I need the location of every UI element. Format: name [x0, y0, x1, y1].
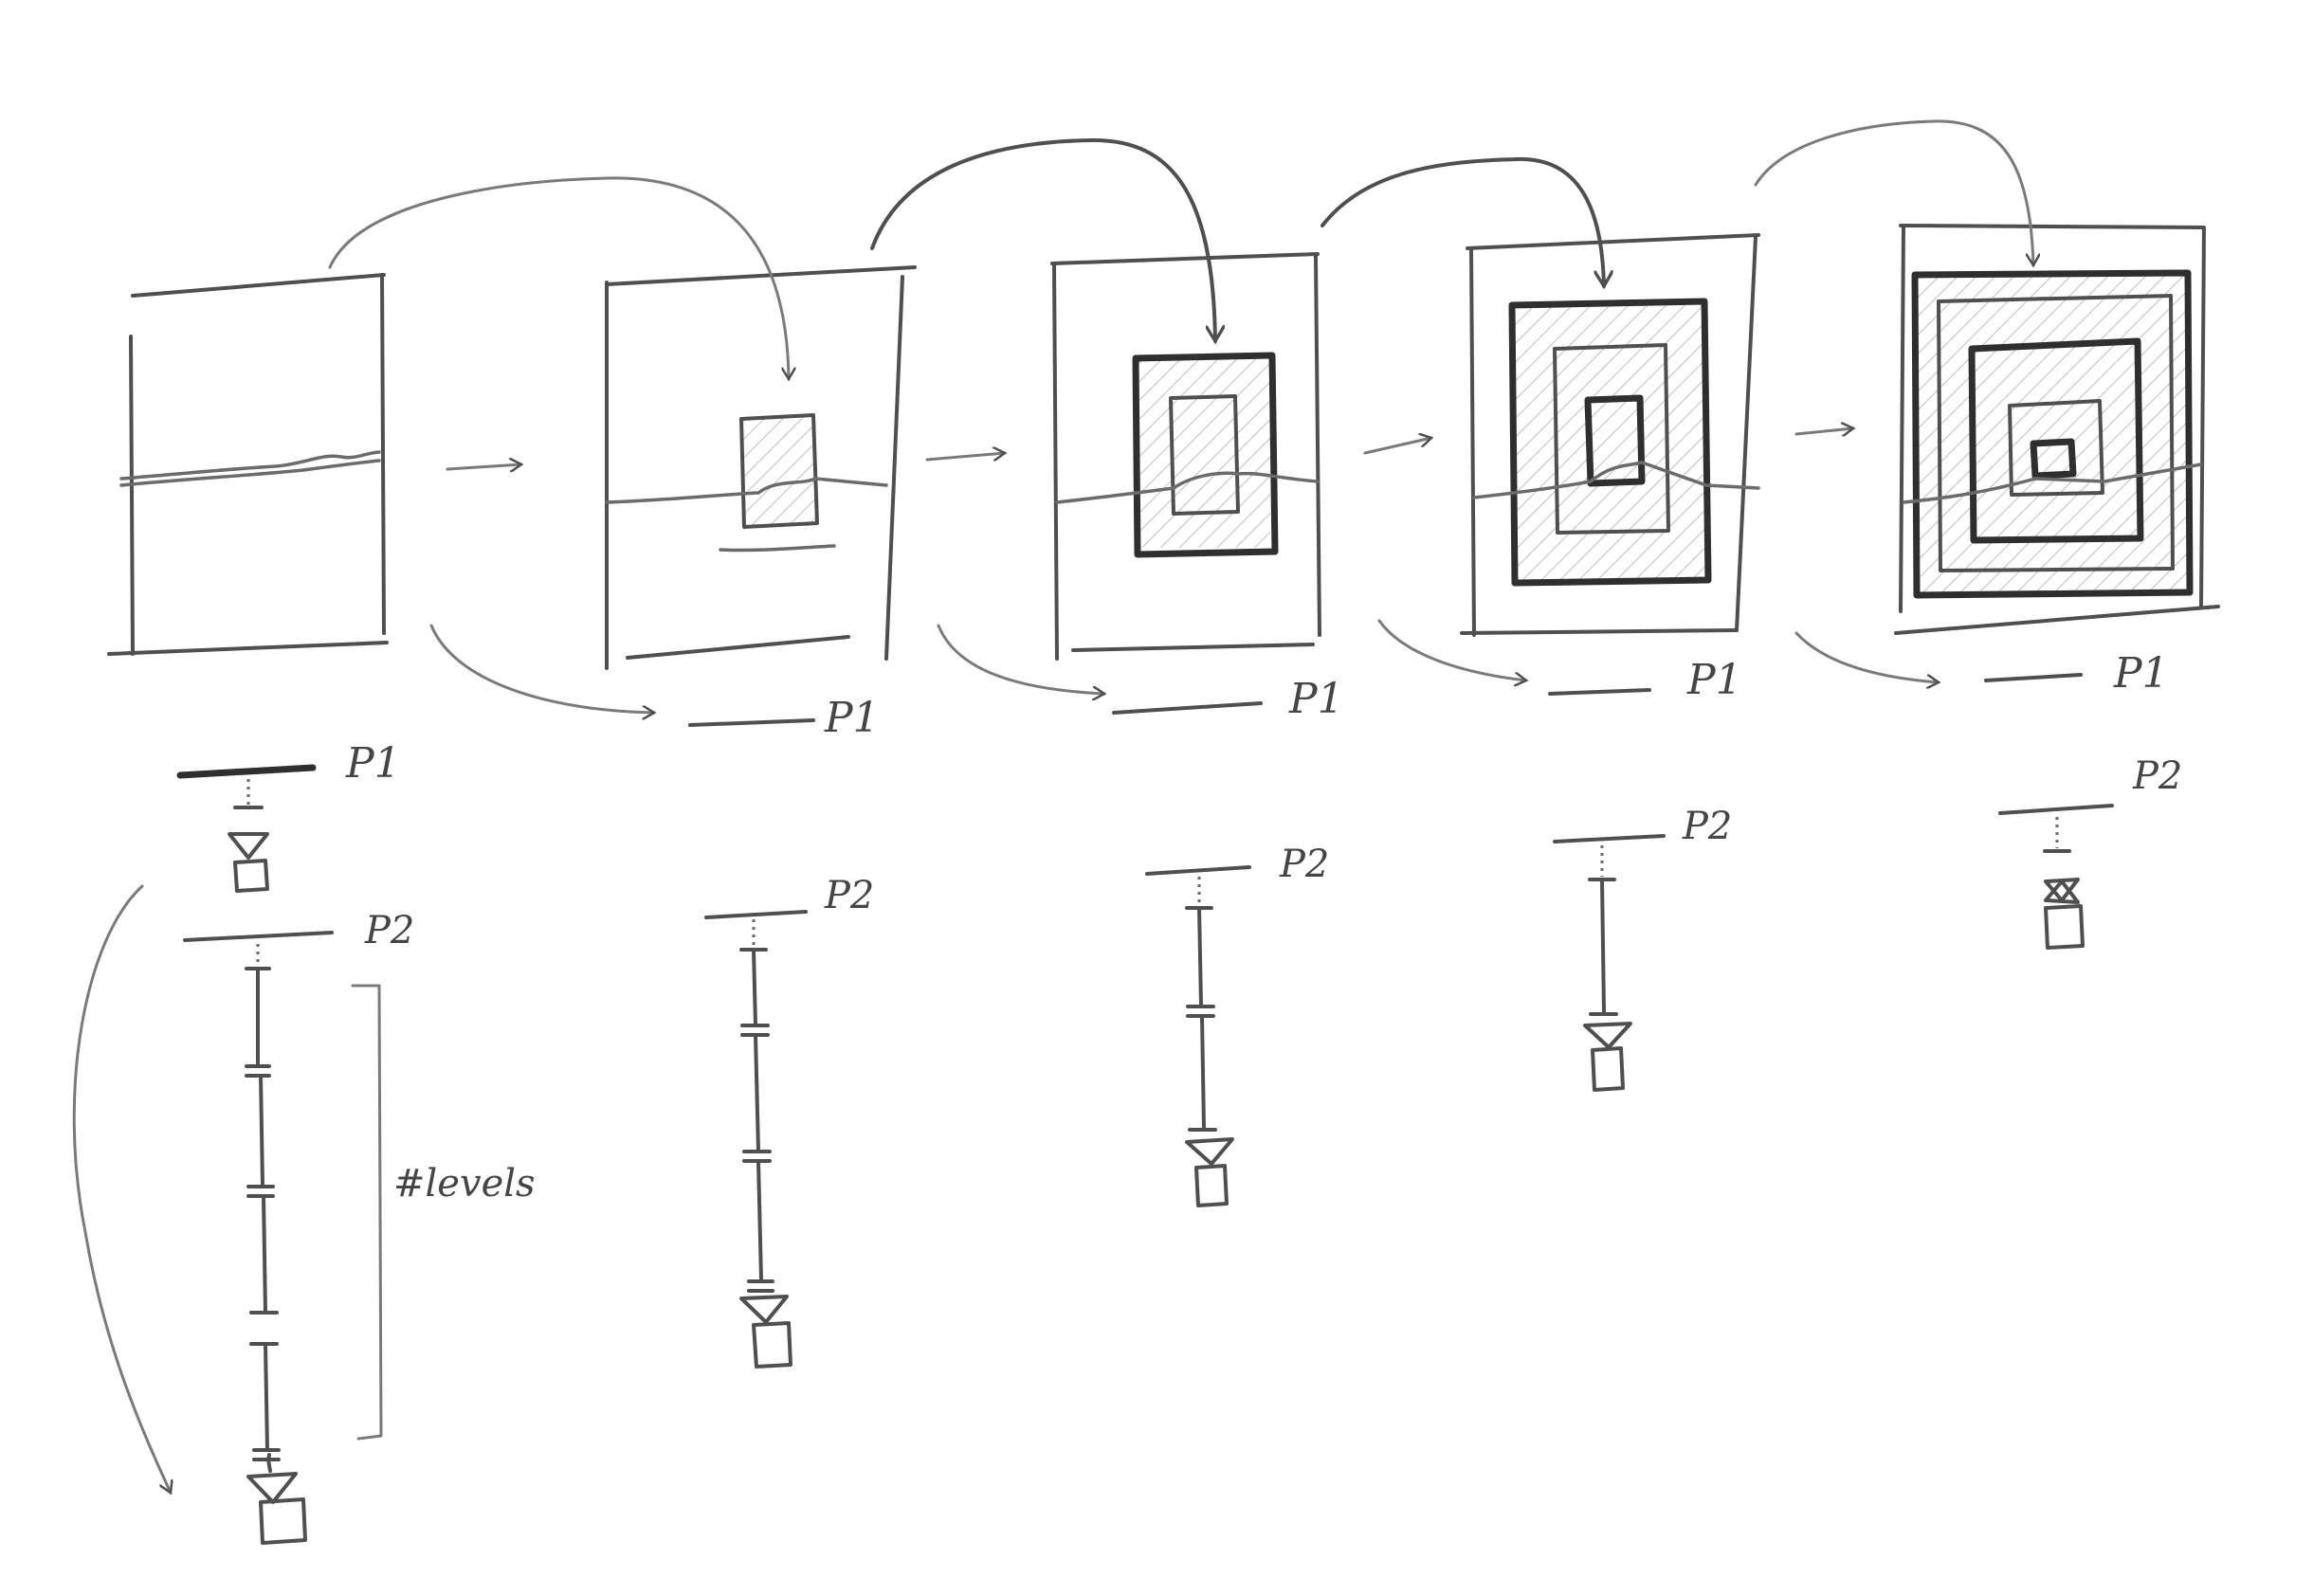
- p2-label-stack-4: P2: [1682, 805, 1732, 848]
- frame-1: [109, 275, 387, 654]
- frame-4: [1462, 235, 1758, 635]
- p2-label-stack-2: P2: [824, 874, 874, 917]
- p1-label-frame-2: P1: [824, 694, 880, 742]
- p1-label-frame-5: P1: [2113, 649, 2169, 698]
- p2-label-stack-5: P2: [2132, 754, 2182, 798]
- p1-lines: P1 P1 P1 P1: [690, 649, 2169, 742]
- frame-2: [607, 267, 915, 668]
- top-recursion-arrows: [330, 121, 2033, 379]
- p2-label-stack-3: P2: [1279, 843, 1329, 886]
- stack-3: P2: [1147, 843, 1329, 1206]
- stack-4: P2: [1555, 805, 1732, 1090]
- p1-label-stack-1: P1: [345, 739, 401, 788]
- p2-label-stack-1: P2: [364, 909, 414, 952]
- p1-label-frame-4: P1: [1686, 656, 1742, 704]
- frame-5: [1896, 226, 2218, 633]
- stack-5: P2: [2000, 754, 2182, 948]
- levels-label: #levels: [393, 1162, 536, 1206]
- stack-1: P1 P2 #levels: [74, 739, 535, 1543]
- stack-2: P2: [706, 874, 874, 1367]
- p1-label-frame-3: P1: [1288, 675, 1344, 723]
- frame-3: [1052, 254, 1320, 659]
